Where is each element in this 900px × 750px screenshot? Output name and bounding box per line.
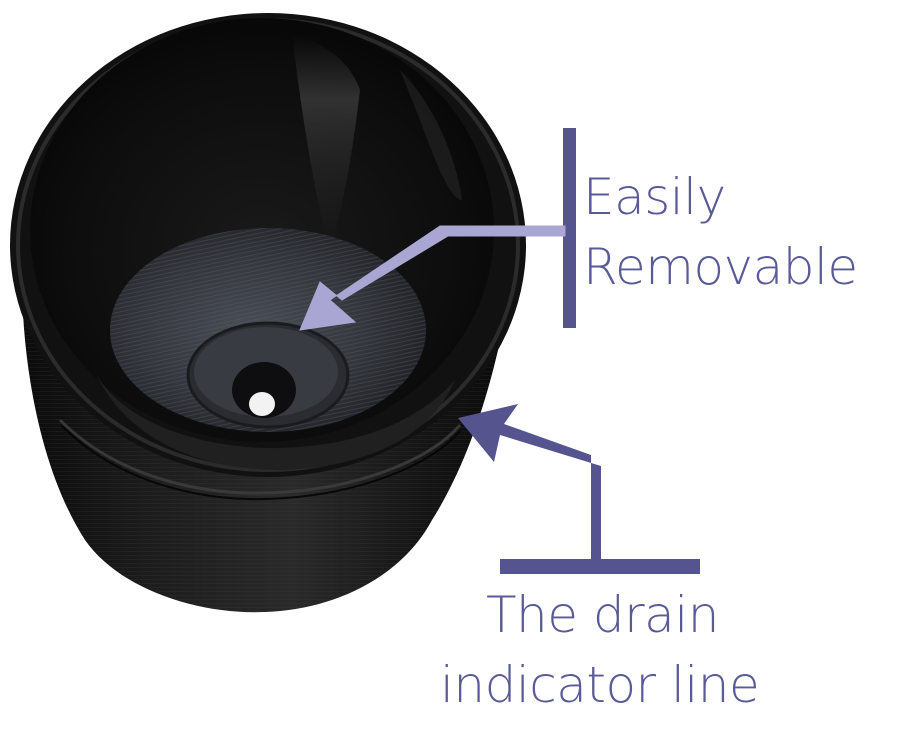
drain-label-line2: indicator line (440, 656, 760, 714)
drain-arrow (458, 404, 601, 566)
drain-label-line1: The drain (486, 586, 719, 644)
removable-label-line2: Removable (583, 238, 858, 296)
drain-bracket-bar (500, 559, 700, 574)
cup (10, 13, 526, 613)
inner-ledge (90, 360, 455, 470)
inner-wall-gloss-right (400, 70, 462, 200)
inner-wall-gloss (292, 35, 360, 250)
seam-shadow (61, 425, 461, 501)
drain-hole-ring (232, 362, 296, 418)
removable-annotation (299, 128, 576, 331)
removable-label-line1: Easily (583, 168, 726, 226)
removable-bracket-bar (563, 128, 576, 328)
drain-hole (249, 392, 275, 416)
removable-arrow (299, 225, 566, 331)
drain-indicator-seam (58, 418, 462, 495)
drain-annotation (458, 404, 700, 574)
